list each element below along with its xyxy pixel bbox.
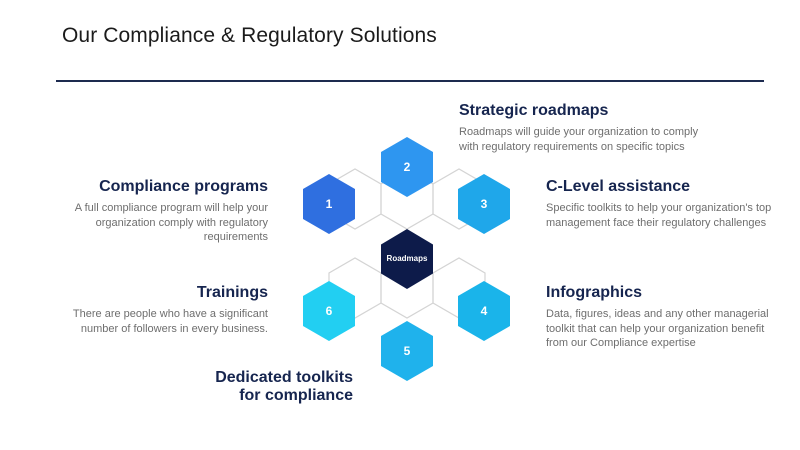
hub-hex [381, 229, 433, 289]
hub-label: Roadmaps [386, 254, 428, 263]
compliance-programs-description: A full compliance program will help your… [74, 202, 268, 243]
hex-node-4 [458, 281, 510, 341]
hex-node-6 [303, 281, 355, 341]
dedicated-toolkits-heading-line1: Dedicated toolkits [215, 369, 353, 386]
c-level-assistance-description: Specific toolkits to help your organizat… [546, 202, 772, 229]
hex-node-1 [303, 174, 355, 234]
c-level-assistance-block: C-Level assistance Specific toolkits to … [546, 178, 784, 230]
compliance-programs-heading: Compliance programs [99, 178, 268, 195]
trainings-block: Trainings There are people who have a si… [40, 284, 268, 336]
infographics-block: Infographics Data, figures, ideas and an… [546, 284, 786, 350]
strategic-roadmaps-heading: Strategic roadmaps [459, 102, 609, 119]
infographics-heading: Infographics [546, 284, 643, 301]
c-level-assistance-heading: C-Level assistance [546, 178, 691, 195]
hex-node-1-number: 1 [325, 197, 333, 211]
hex-node-6-number: 6 [325, 304, 333, 318]
trainings-description: There are people who have a significant … [72, 308, 268, 335]
dedicated-toolkits-block: Dedicated toolkits for compliance [150, 369, 353, 406]
dedicated-toolkits-heading: Dedicated toolkits for compliance [150, 369, 353, 406]
hex-node-5 [381, 321, 433, 381]
infographics-description: Data, figures, ideas and any other manag… [546, 308, 769, 349]
hex-node-5-number: 5 [403, 344, 411, 358]
hex-node-3 [458, 174, 510, 234]
hex-node-2 [381, 137, 433, 197]
dedicated-toolkits-heading-line2: for compliance [239, 387, 353, 405]
strategic-roadmaps-block: Strategic roadmaps Roadmaps will guide y… [459, 102, 709, 154]
page-title: Our Compliance & Regulatory Solutions [62, 24, 437, 47]
hex-node-4-number: 4 [480, 304, 488, 318]
title-divider [56, 80, 764, 82]
strategic-roadmaps-description: Roadmaps will guide your organization to… [459, 126, 699, 153]
hex-node-2-number: 2 [403, 160, 411, 174]
compliance-programs-block: Compliance programs A full compliance pr… [40, 178, 268, 244]
hex-node-3-number: 3 [480, 197, 488, 211]
trainings-heading: Trainings [196, 284, 268, 301]
